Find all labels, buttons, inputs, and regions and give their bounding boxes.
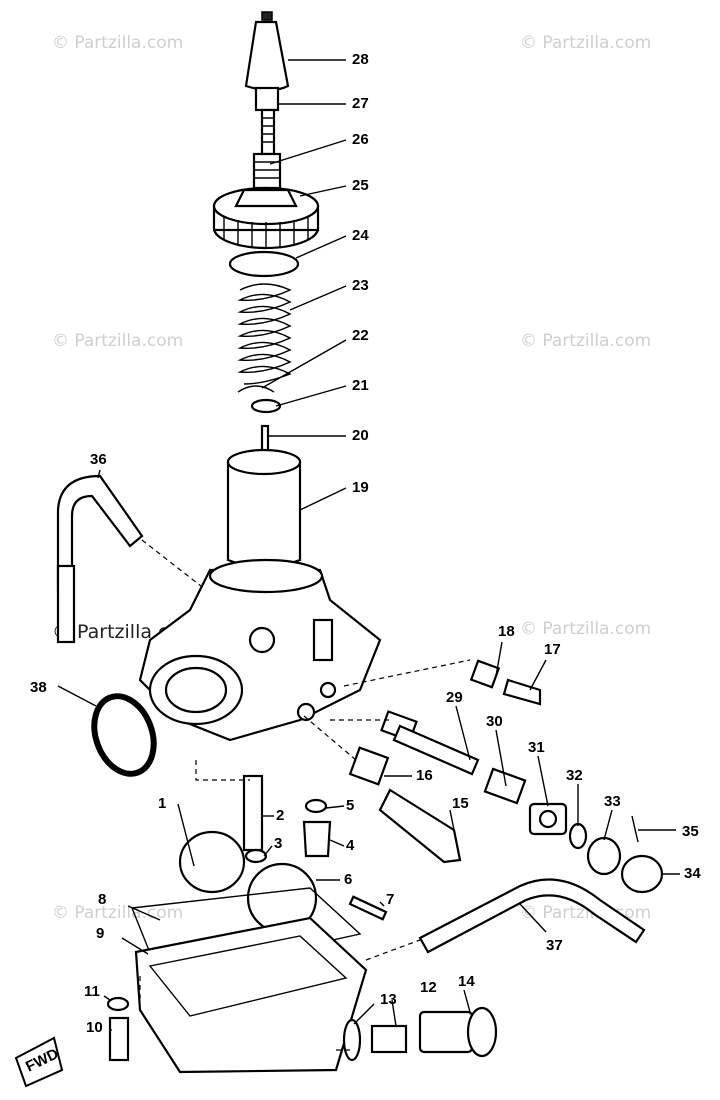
callout-23: 23 [352,277,369,294]
callout-6: 6 [344,871,352,888]
part-14-drain-plug [418,1006,498,1058]
part-17-screw [502,678,542,706]
part-24-plate [228,250,300,278]
callout-4: 4 [346,837,355,854]
callout-35: 35 [682,823,699,840]
callout-17: 17 [544,641,561,658]
callout-22: 22 [352,327,369,344]
callout-5: 5 [346,797,354,814]
part-18-spring [469,659,501,689]
part-28-cap [244,11,290,92]
part-35-pin [631,815,639,843]
callout-14: 14 [458,973,475,990]
callout-7: 7 [386,891,394,908]
part-33-washer [586,836,622,876]
part-16-spring [348,746,390,786]
watermark: © Partzilla.com [520,33,651,53]
callout-20: 20 [352,427,369,444]
callout-21: 21 [352,377,369,394]
part-22-clip [237,385,275,393]
callout-13: 13 [380,991,397,1008]
part-15-air-screw [378,788,462,864]
assembly-lines [139,539,471,1051]
fwd-arrow-icon: FWD [14,1036,64,1088]
part-11-washer [106,996,130,1012]
callout-labels: 28 27 26 25 24 23 22 21 20 19 36 38 18 1… [30,51,701,1036]
part-19-slide [226,448,302,569]
part-21-circlip [250,398,282,414]
callout-30: 30 [486,713,503,730]
part-6-float [178,830,318,934]
part-30-spring [483,767,527,805]
part-13-washer [342,1018,362,1062]
callout-26: 26 [352,131,369,148]
watermark: © Partzilla.com [52,33,183,53]
callout-19: 19 [352,479,369,496]
part-3-washer [244,848,268,864]
callout-33: 33 [604,793,621,810]
part-9-float-bowl [134,916,368,1074]
callout-27: 27 [352,95,369,112]
part-23-spring [237,283,292,385]
callout-9: 9 [96,925,104,942]
watermark-group: © Partzilla.com © Partzilla.com © Partzi… [52,33,651,923]
callout-32: 32 [566,767,583,784]
callout-2: 2 [276,807,284,824]
callout-11: 11 [84,983,100,1000]
callout-16: 16 [416,767,433,784]
carburetor-body [138,558,382,742]
callout-38: 38 [30,679,47,696]
callout-18: 18 [498,623,515,640]
callout-25: 25 [352,177,369,194]
callout-34: 34 [684,865,701,882]
watermark: © Partzilla.com [520,331,651,351]
part-27-adjuster [254,86,280,156]
callout-8: 8 [98,891,106,908]
part-2-needle-jet [242,774,264,852]
callout-12: 12 [420,979,437,996]
part-34-cap [620,854,664,894]
callout-1: 1 [158,795,166,812]
leader-lines [57,59,680,1031]
part-12-pilot-jet [370,1024,408,1054]
watermark: © Partzilla.com [52,903,183,923]
callout-28: 28 [352,51,369,68]
part-10-screw [108,1016,130,1062]
callout-37: 37 [546,937,563,954]
callout-24: 24 [352,227,369,244]
watermark: © Partzilla.com [520,619,651,639]
part-36-hose [56,474,144,644]
part-38-o-ring [91,693,157,777]
part-7-pin [348,895,388,921]
callout-29: 29 [446,689,463,706]
part-29-rod [380,710,480,776]
part-31-plug [528,802,568,836]
part-25-cap-nut [212,186,320,250]
callout-10: 10 [86,1019,103,1036]
callout-3: 3 [274,835,282,852]
watermark: © Partzilla.com [52,331,183,351]
part-26-spring-small [252,152,282,190]
callout-36: 36 [90,451,107,468]
callout-31: 31 [528,739,545,756]
part-5-o-ring [304,798,328,814]
callout-15: 15 [452,795,469,812]
part-4-main-jet [302,820,332,858]
part-37-hose [418,878,646,954]
part-32-clip [568,822,588,850]
